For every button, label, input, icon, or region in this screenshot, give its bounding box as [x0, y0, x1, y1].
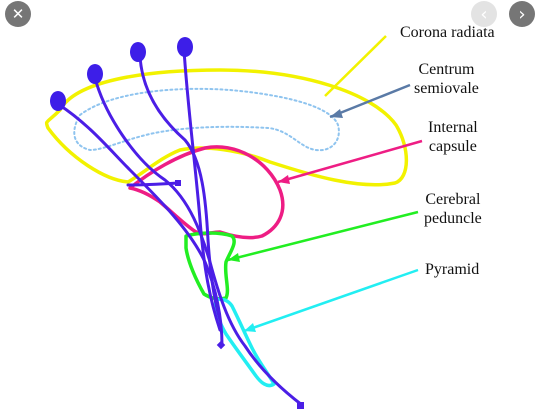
chevron-left-icon: ‹ [480, 3, 488, 25]
arrowhead-internal-capsule [278, 175, 290, 184]
label-centrum-semiovale: Centrum semiovale [414, 60, 479, 98]
fiber-branch [126, 181, 180, 187]
neuron-1 [50, 91, 66, 111]
fiber-1 [56, 102, 224, 347]
label-corona-radiata-text: Corona radiata [400, 24, 495, 41]
cerebral-peduncle-outline [184, 231, 236, 301]
fiber-3 [138, 54, 222, 322]
label-cerebral-peduncle: Cerebral peduncle [424, 190, 482, 228]
pointer-centrum-semiovale [329, 83, 411, 119]
label-internal-capsule-line1: Internal [428, 119, 478, 136]
fiber-tracts [56, 48, 304, 407]
neuron-2 [87, 64, 103, 84]
pointer-pyramid [243, 268, 419, 333]
arrowhead-cerebral-peduncle [228, 253, 240, 262]
next-image-button[interactable]: › [509, 1, 535, 27]
label-corona-radiata: Corona radiata [400, 23, 495, 42]
close-icon: ✕ [11, 5, 25, 23]
neuron-3 [130, 42, 146, 62]
previous-image-button[interactable]: ‹ [471, 1, 497, 27]
pointer-internal-capsule [277, 139, 423, 184]
corona-radiata-outline [44, 68, 409, 187]
arrow-heads [228, 109, 343, 332]
close-button[interactable]: ✕ [5, 1, 31, 27]
neuron-cell-bodies [50, 37, 193, 111]
fiber-terminal-branch [175, 180, 181, 186]
fiber-terminal-upper [216, 340, 226, 350]
label-cerebral-peduncle-line1: Cerebral [425, 191, 481, 208]
pointer-cerebral-peduncle [227, 210, 419, 262]
chevron-right-icon: › [518, 3, 526, 25]
label-pointers [227, 35, 423, 333]
label-centrum-semiovale-line1: Centrum [418, 61, 475, 78]
arrowhead-centrum-semiovale [330, 109, 343, 118]
label-pyramid: Pyramid [425, 260, 479, 279]
neuron-4 [177, 37, 193, 57]
arrowhead-pyramid [244, 323, 256, 332]
fiber-4 [182, 48, 222, 332]
label-centrum-semiovale-line2: semiovale [414, 80, 479, 97]
centrum-semiovale-outline [73, 87, 340, 152]
label-internal-capsule-line2: capsule [428, 138, 477, 155]
label-pyramid-text: Pyramid [425, 261, 480, 278]
pyramid-outline [213, 297, 276, 388]
label-cerebral-peduncle-line2: peduncle [424, 210, 482, 227]
pointer-corona-radiata [324, 35, 387, 97]
fiber-terminal-lower [297, 402, 304, 409]
label-internal-capsule: Internal capsule [428, 118, 478, 156]
